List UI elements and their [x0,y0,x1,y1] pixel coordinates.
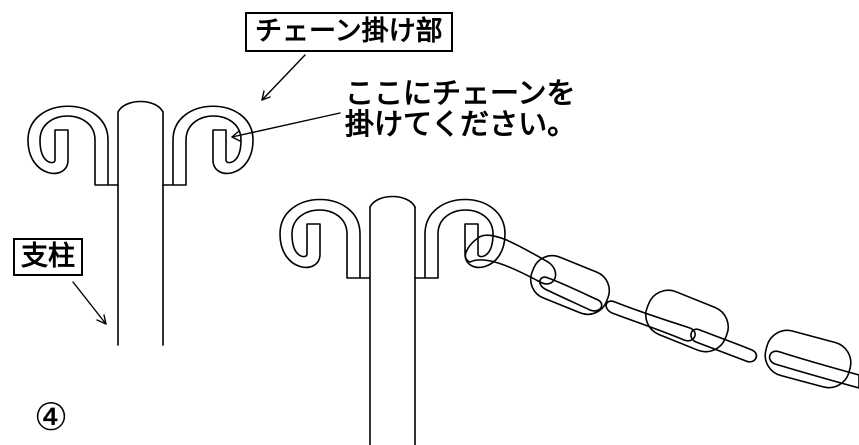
left-post-left-hook [27,105,119,186]
instruction-leader [231,112,341,138]
chain-link-2 [529,254,611,316]
instruction-text: ここにチェーンを 掛けてください。 [345,78,576,140]
chain-link-5 [764,329,852,389]
instruction-line-1: ここにチェーンを [345,76,576,110]
instruction-line-2: 掛けてください。 [345,107,577,141]
left-post-shaft [117,111,164,346]
chain-link-2-bar [539,276,603,312]
chain-link-4-bar [690,328,758,363]
post-leader-arrow [96,314,107,325]
chain-hook-leader [261,54,306,101]
right-post-shaft [369,206,416,445]
right-post-right-hook [414,198,506,279]
left-post-assembly [27,100,254,346]
post-leader [72,281,107,325]
chain-link-1 [464,234,557,285]
post-label: 支柱 [13,238,83,276]
left-post-cap [117,100,164,113]
chain [464,234,859,389]
chain-hook-part-label: チェーン掛け部 [245,12,453,52]
right-post-cap [369,195,416,208]
chain-hook-leader-arrow [261,90,271,101]
leader-lines [72,54,341,325]
step-number: ④ [34,395,69,439]
chain-link-6-bar [768,350,859,389]
right-post-left-hook [279,198,371,279]
chain-link-3 [644,289,730,353]
chain-link-3-bar [605,300,696,342]
left-post-right-hook [162,105,254,186]
right-post-assembly [279,195,859,445]
instruction-leader-arrow [231,130,241,142]
